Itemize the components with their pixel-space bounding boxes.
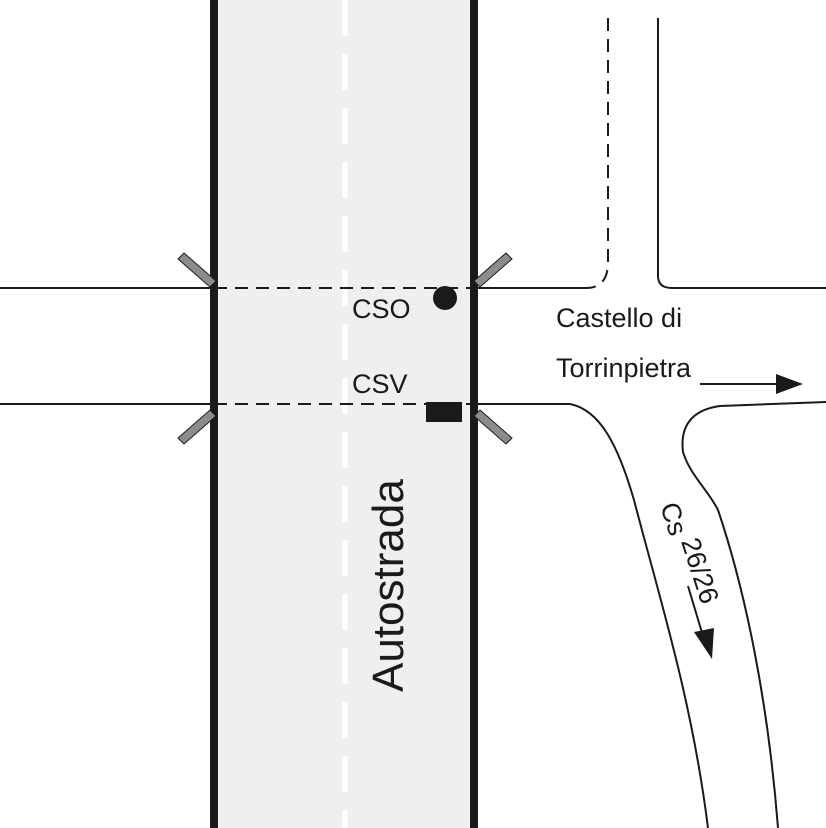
ramp-inner-edge: [681, 401, 826, 828]
csv-marker-icon: [426, 402, 462, 422]
place-name-line2: Torrinpietra: [556, 353, 692, 383]
side-road-right-edge: [657, 18, 826, 289]
side-road-left-edge: [585, 18, 609, 289]
highway-label: Autostrada: [364, 479, 413, 692]
barrier-post-bottom-left: [177, 409, 217, 445]
route-number: 26/26: [675, 534, 724, 608]
arrow-right-icon: [700, 374, 803, 394]
route-prefix: Cs: [654, 499, 693, 540]
barrier-post-top-left: [177, 252, 217, 288]
csv-label: CSV: [352, 369, 408, 399]
arrow-down-icon: [687, 585, 714, 659]
barrier-post-top-right: [473, 252, 513, 288]
lower-road-right-curve: [474, 403, 709, 828]
cso-marker-icon: [433, 286, 457, 310]
cso-label: CSO: [352, 294, 411, 324]
barrier-post-bottom-right: [473, 409, 513, 445]
place-name-line1: Castello di: [556, 303, 682, 333]
